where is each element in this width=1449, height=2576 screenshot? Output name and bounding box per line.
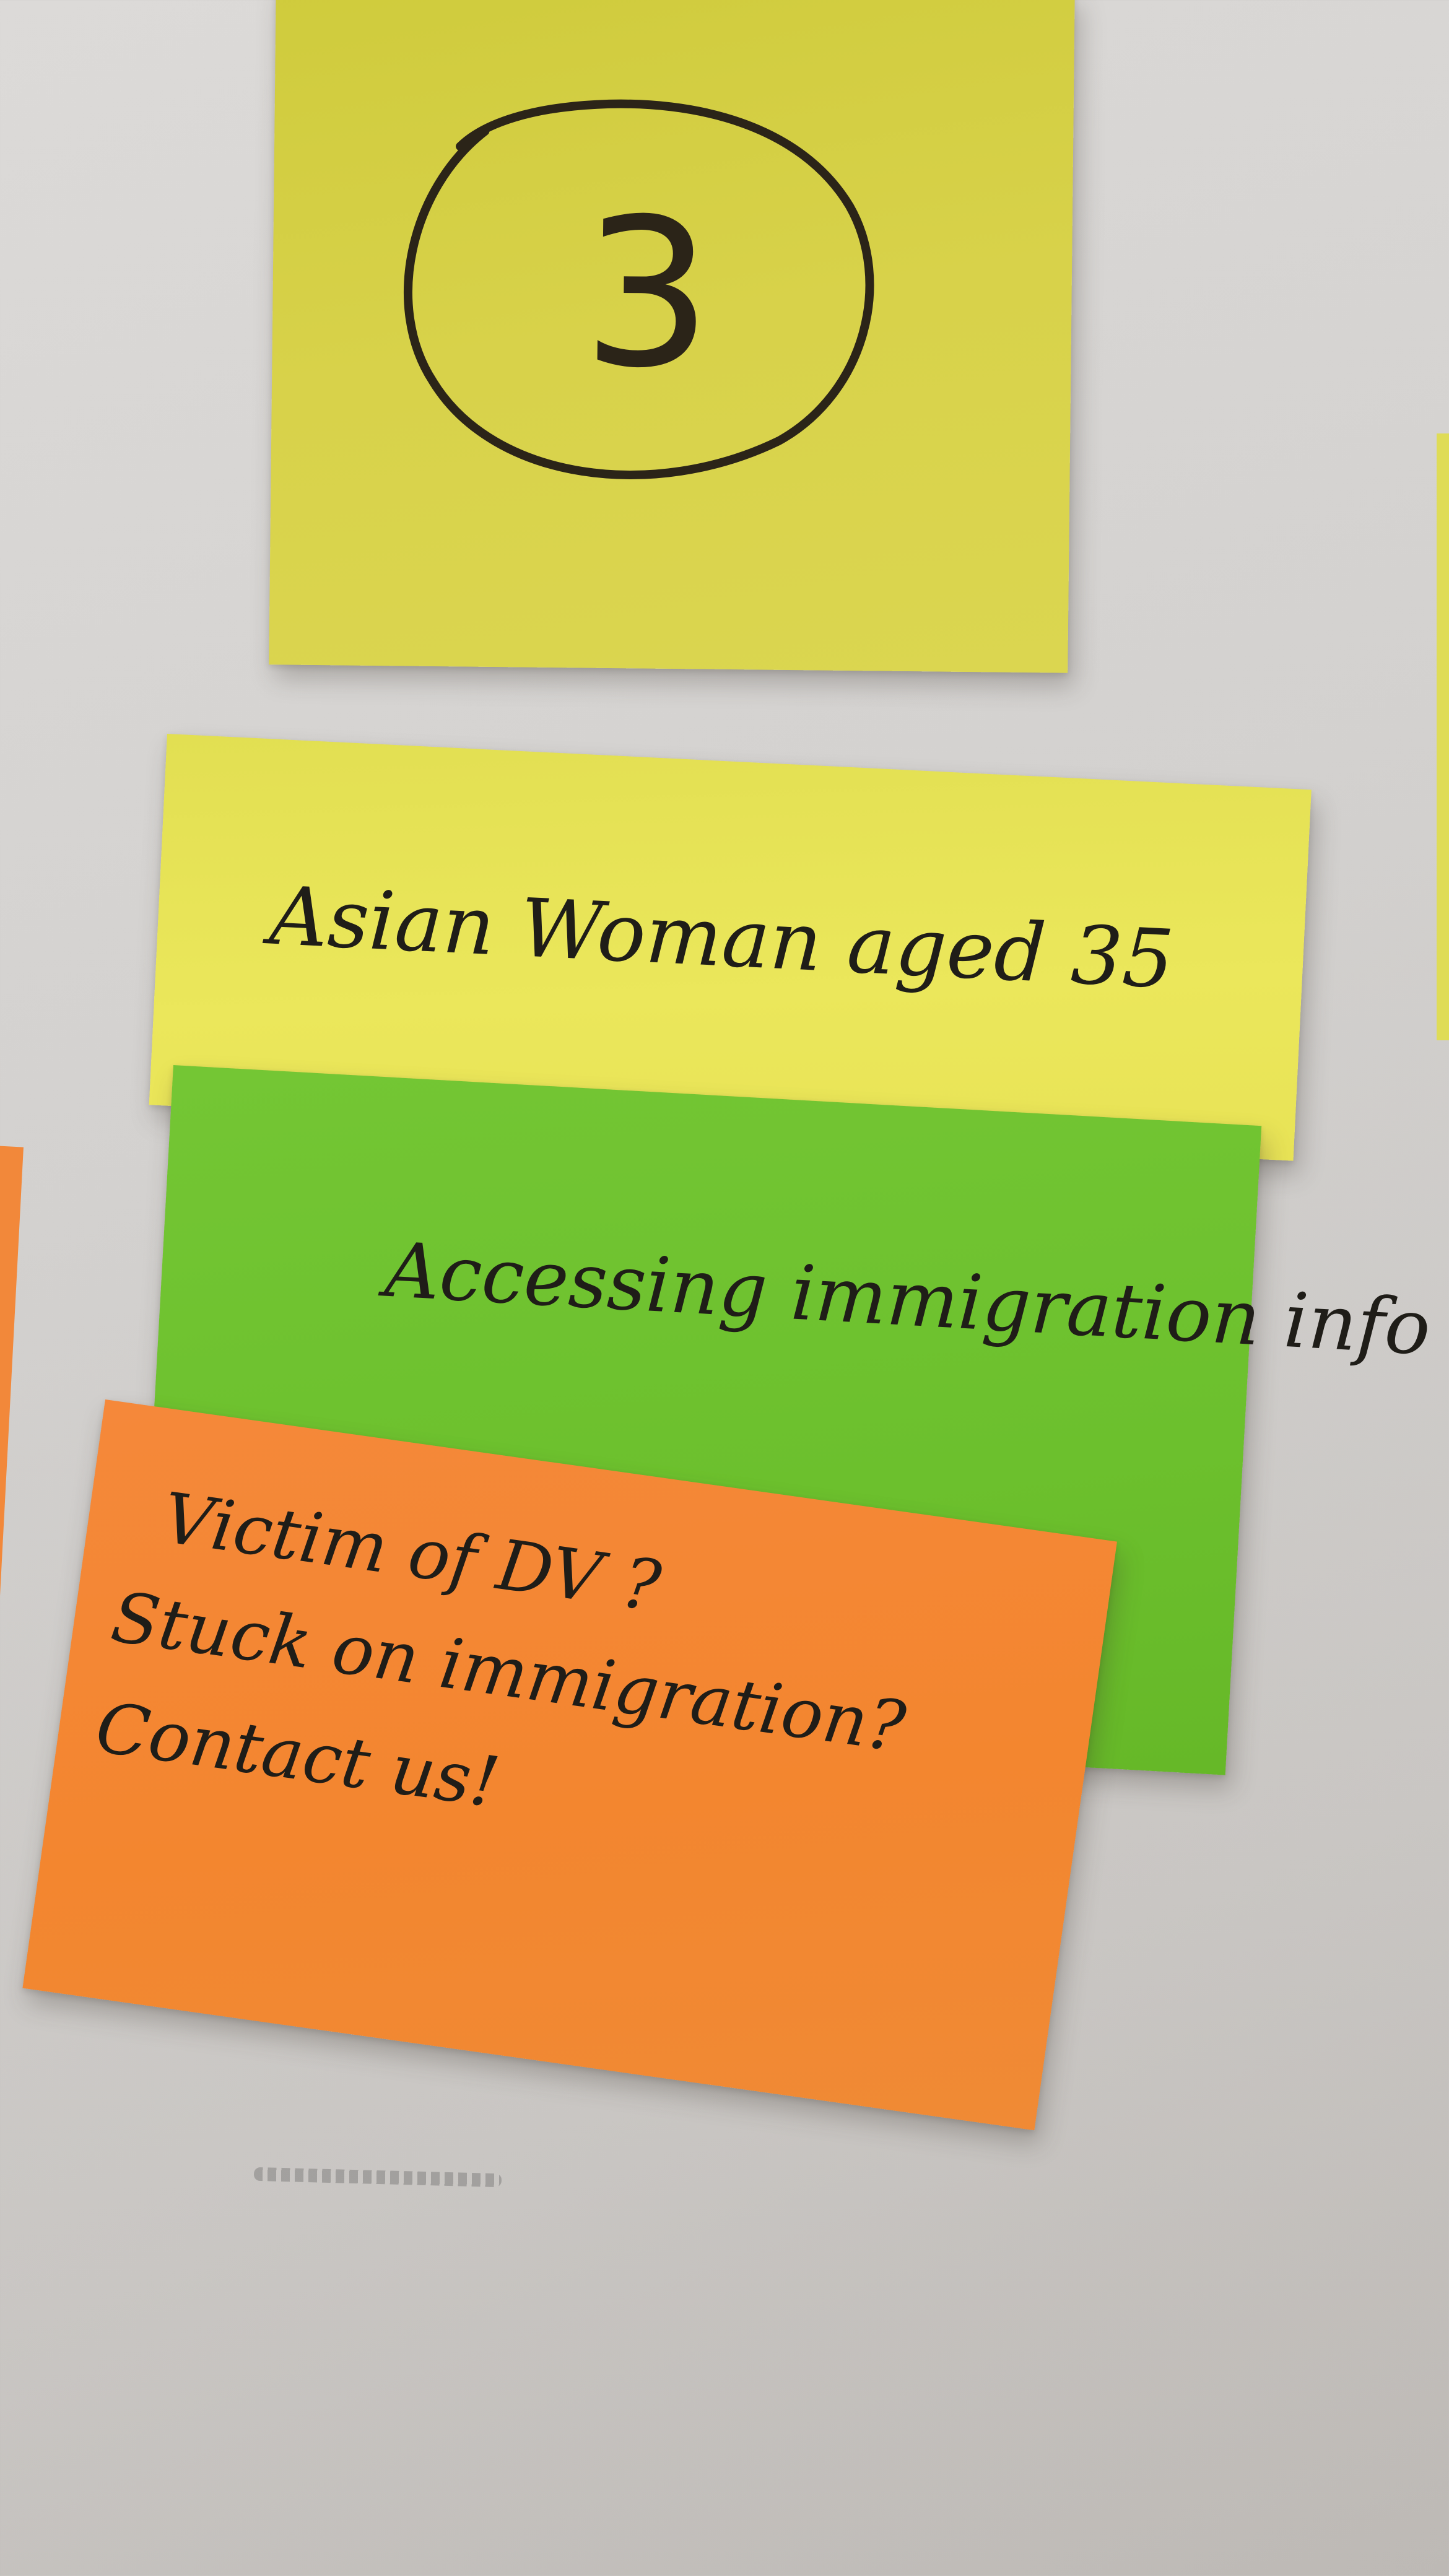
note-orange-line-3: Contact us!: [91, 1687, 504, 1824]
sticky-note-number: 3: [269, 0, 1075, 673]
note-yellow-text: Asian Woman aged 35: [268, 868, 1177, 1007]
drawn-circle-icon: [403, 99, 874, 479]
note-number-text: 3: [581, 174, 714, 414]
partial-sticky-note-right: [1437, 433, 1449, 1040]
